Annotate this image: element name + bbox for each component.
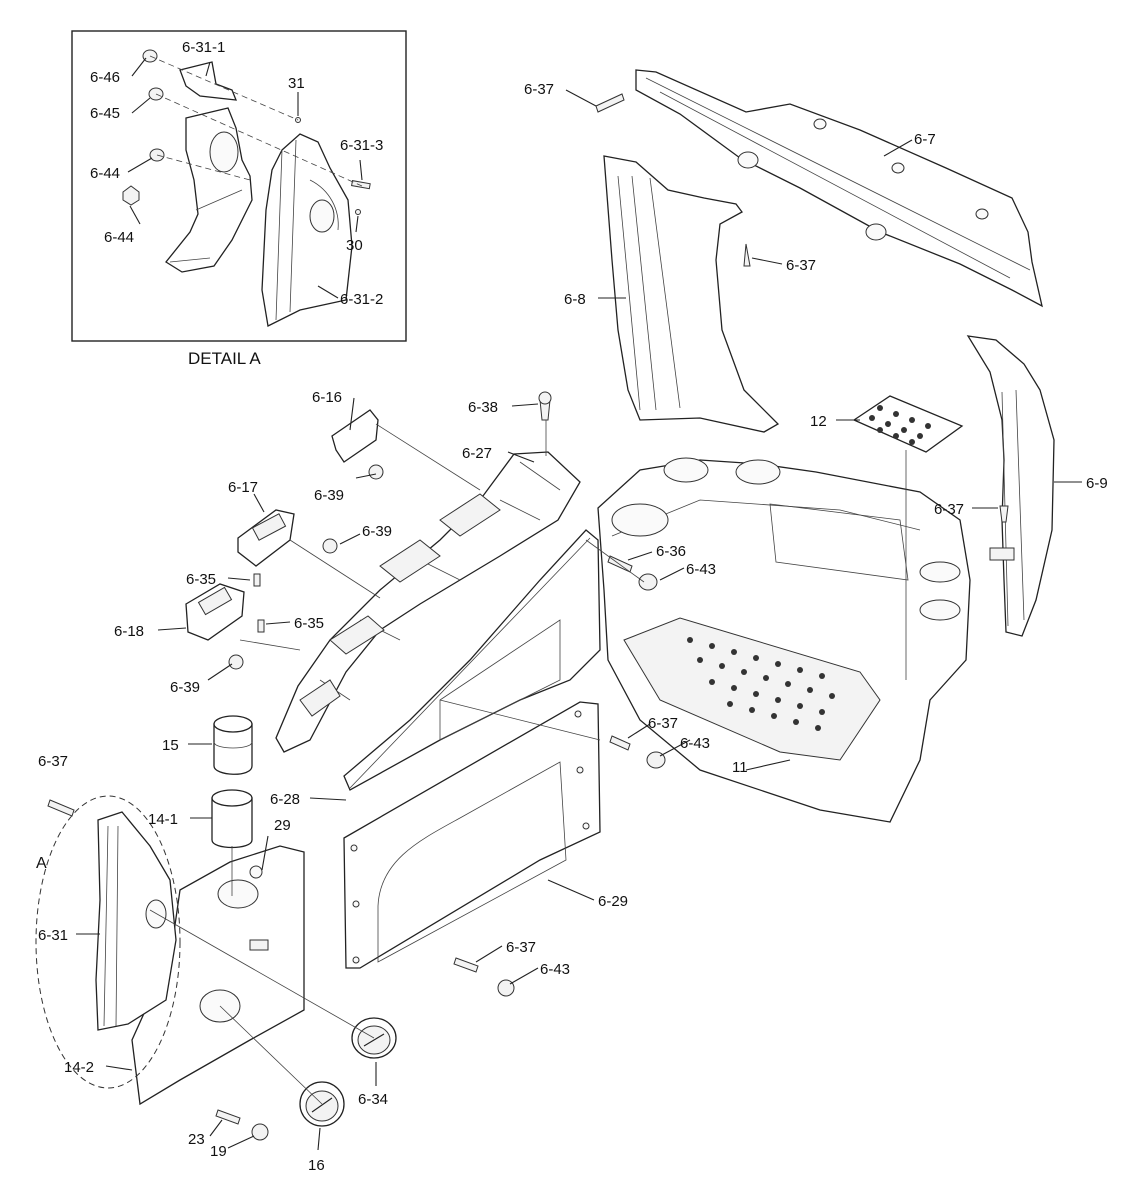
callout-14-1: 14-1: [148, 811, 178, 828]
callout-31: 31: [288, 75, 305, 92]
detail-a-inset: [71, 30, 407, 342]
callout-14-2: 14-2: [64, 1059, 94, 1076]
callout-11: 11: [732, 759, 748, 776]
callout-6-16: 6-16: [312, 389, 342, 406]
callout-6-43-b: 6-43: [680, 735, 710, 752]
callout-6-31-1: 6-31-1: [182, 39, 225, 56]
callout-6-17: 6-17: [228, 479, 258, 496]
callout-6-9: 6-9: [1086, 475, 1108, 492]
callout-6-37-c: 6-37: [934, 501, 964, 518]
part-6-18-bracket: [185, 583, 245, 641]
callout-6-37-d: 6-37: [648, 715, 678, 732]
detail-a-title: DETAIL A: [188, 349, 261, 368]
callout-6-31-3: 6-31-3: [340, 137, 383, 154]
callout-6-34: 6-34: [358, 1091, 388, 1108]
callout-6-37-b: 6-37: [786, 257, 816, 274]
callout-30: 30: [346, 237, 363, 254]
part-6-8-pillar-trim: [603, 155, 780, 433]
callout-6-44-a: 6-44: [90, 165, 120, 182]
callout-12: 12: [810, 413, 827, 430]
part-6-29-panel: [343, 701, 601, 969]
callout-6-38: 6-38: [468, 399, 498, 416]
callout-15: 15: [162, 737, 179, 754]
callout-6-35-b: 6-35: [294, 615, 324, 632]
leader-lines: [76, 89, 1082, 1151]
callout-6-36: 6-36: [656, 543, 686, 560]
callout-6-27: 6-27: [462, 445, 492, 462]
callout-6-35-a: 6-35: [186, 571, 216, 588]
callout-6-7: 6-7: [914, 131, 936, 148]
callout-6-44-b: 6-44: [104, 229, 134, 246]
part-14-1-cup-ring: [211, 789, 253, 849]
callout-6-8: 6-8: [564, 291, 586, 308]
part-15-cup: [213, 715, 253, 775]
part-11-rear-tub: [597, 457, 971, 823]
part-6-16-bracket: [331, 409, 379, 463]
part-12-mat: [852, 395, 964, 453]
part-6-31-assembly: [35, 795, 181, 1089]
callout-6-37-f: 6-37: [506, 939, 536, 956]
callout-6-29: 6-29: [598, 893, 628, 910]
callout-16: 16: [308, 1157, 325, 1174]
part-6-27-console: [275, 451, 581, 753]
part-14-2-lower-panel: [131, 845, 305, 1106]
callout-6-18: 6-18: [114, 623, 144, 640]
callout-23: 23: [188, 1131, 205, 1148]
callout-29: 29: [274, 817, 291, 834]
callout-6-37-a: 6-37: [524, 81, 554, 98]
tub-floor-holes: [687, 637, 835, 731]
callout-6-43-c: 6-43: [540, 961, 570, 978]
callout-6-45: 6-45: [90, 105, 120, 122]
part-6-28-side-panel: [343, 529, 601, 791]
callout-6-43-a: 6-43: [686, 561, 716, 578]
callout-labels: 6-31-1 6-46 31 6-45 6-31-3 6-44 6-44 30 …: [36, 39, 1108, 1174]
part-6-17-bracket: [237, 509, 295, 567]
callout-6-39-b: 6-39: [362, 523, 392, 540]
callout-19: 19: [210, 1143, 227, 1160]
detail-a-marker: A: [36, 855, 47, 872]
callout-6-31: 6-31: [38, 927, 68, 944]
callout-6-46: 6-46: [90, 69, 120, 86]
part-6-9-right-trim: [966, 335, 1055, 637]
callout-6-39-c: 6-39: [170, 679, 200, 696]
callout-6-28: 6-28: [270, 791, 300, 808]
callout-6-37-e: 6-37: [38, 753, 68, 770]
callout-6-39-a: 6-39: [314, 487, 344, 504]
part-6-7-rear-trim: [635, 69, 1043, 308]
callout-6-31-2: 6-31-2: [340, 291, 383, 308]
